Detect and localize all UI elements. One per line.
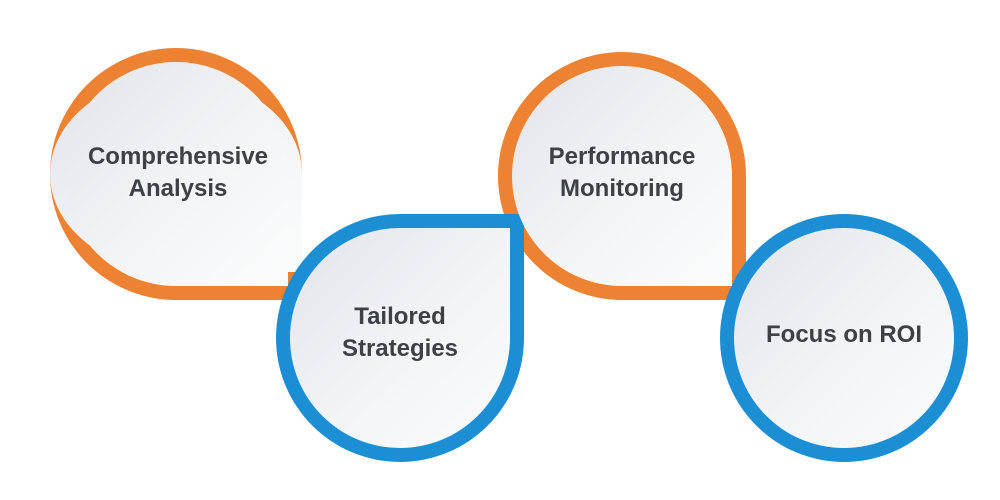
disc-3-fill [512, 66, 732, 286]
disc-4 [734, 228, 954, 448]
label-tailored-strategies: Tailored Strategies [341, 303, 459, 362]
node-focus-on-roi [720, 214, 968, 462]
disc-2 [290, 228, 510, 448]
label-focus-on-roi: Focus on ROI [766, 321, 922, 348]
label-performance-monitoring: Performance Monitoring [548, 143, 696, 202]
disc-1-fill [64, 62, 288, 286]
label-comprehensive-analysis: Comprehensive Analysis [87, 143, 269, 202]
